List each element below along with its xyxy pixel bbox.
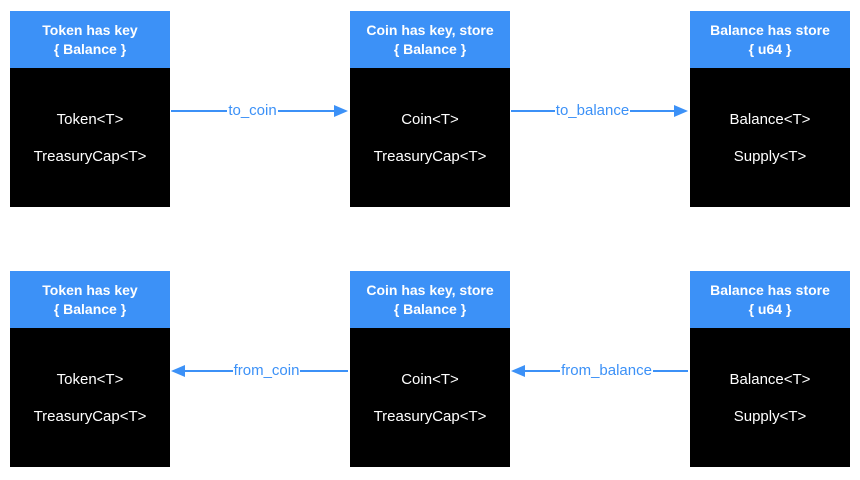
arrowhead-left-icon [171,365,185,377]
node-item: TreasuryCap<T> [373,147,487,165]
arrow-label: to_coin [228,102,277,119]
node-item: TreasuryCap<T> [33,147,147,165]
node-header-line: { Balance } [393,300,467,317]
node-header-line: Token has key [42,281,138,298]
arrowhead-right-icon [674,105,688,117]
node-coin-body: Coin<T> TreasuryCap<T> [350,68,510,207]
node-item: Supply<T> [733,147,807,165]
node-header-line: { u64 } [748,300,792,317]
node-header-line: Coin has key, store [366,21,494,38]
node-balance-body: Balance<T> Supply<T> [690,328,850,467]
node-item: Balance<T> [729,370,811,388]
node-coin-bottom: Coin has key, store { Balance } Coin<T> … [350,271,510,467]
node-header-line: Balance has store [710,281,830,298]
node-coin-header: Coin has key, store { Balance } [350,271,510,328]
node-token-header: Token has key { Balance } [10,11,170,68]
node-balance-bottom: Balance has store { u64 } Balance<T> Sup… [690,271,850,467]
node-header-line: { u64 } [748,40,792,57]
node-header-line: { Balance } [53,300,127,317]
node-token-header: Token has key { Balance } [10,271,170,328]
node-item: Token<T> [56,370,124,388]
node-token-body: Token<T> TreasuryCap<T> [10,328,170,467]
arrow-line [171,110,228,112]
node-item: Coin<T> [401,370,459,388]
node-item: Supply<T> [733,407,807,425]
arrow-line [277,110,334,112]
arrowhead-left-icon [511,365,525,377]
arrow-line [525,370,561,372]
node-token-body: Token<T> TreasuryCap<T> [10,68,170,207]
arrow-line [300,370,349,372]
node-item: Coin<T> [401,110,459,128]
node-header-line: Token has key [42,21,138,38]
node-item: TreasuryCap<T> [33,407,147,425]
node-token-top: Token has key { Balance } Token<T> Treas… [10,11,170,207]
node-balance-header: Balance has store { u64 } [690,271,850,328]
node-token-bottom: Token has key { Balance } Token<T> Treas… [10,271,170,467]
node-coin-header: Coin has key, store { Balance } [350,11,510,68]
arrowhead-right-icon [334,105,348,117]
arrow-line [185,370,233,372]
node-balance-top: Balance has store { u64 } Balance<T> Sup… [690,11,850,207]
arrow-to-balance: to_balance [511,103,688,119]
arrow-label: to_balance [555,102,630,119]
arrow-from-balance: from_balance [511,362,689,379]
arrow-to-coin: to_coin [171,103,348,119]
node-coin-top: Coin has key, store { Balance } Coin<T> … [350,11,510,207]
arrow-label: from_balance [561,362,652,379]
node-balance-body: Balance<T> Supply<T> [690,68,850,207]
node-header-line: { Balance } [53,40,127,57]
arrow-line [652,370,689,372]
node-item: Token<T> [56,110,124,128]
arrow-line [630,110,674,112]
arrow-label: from_coin [233,362,300,379]
arrow-line [511,110,555,112]
node-header-line: Coin has key, store [366,281,494,298]
node-item: TreasuryCap<T> [373,407,487,425]
node-balance-header: Balance has store { u64 } [690,11,850,68]
node-item: Balance<T> [729,110,811,128]
node-coin-body: Coin<T> TreasuryCap<T> [350,328,510,467]
node-header-line: Balance has store [710,21,830,38]
node-header-line: { Balance } [393,40,467,57]
arrow-from-coin: from_coin [171,362,349,379]
